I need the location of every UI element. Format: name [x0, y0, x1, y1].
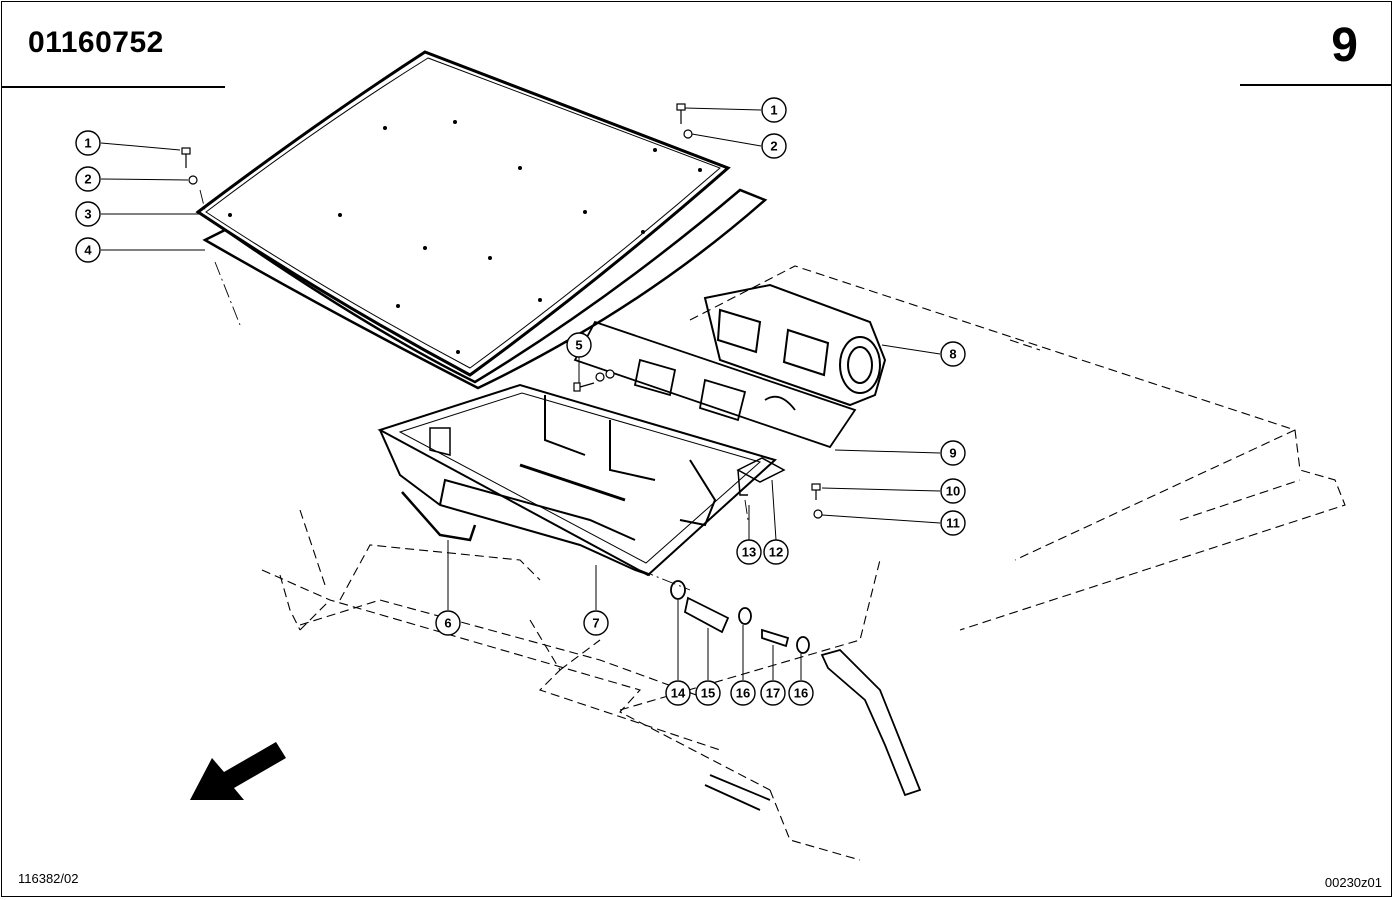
svg-text:4: 4	[84, 243, 92, 258]
heater-connections	[670, 580, 922, 811]
callout-8: 8	[940, 341, 966, 367]
callout-4: 4	[75, 237, 101, 263]
svg-text:10: 10	[946, 484, 960, 499]
callout-6: 6	[435, 610, 461, 636]
svg-text:1: 1	[770, 103, 777, 118]
svg-text:9: 9	[949, 446, 956, 461]
callout-16-left: 16	[730, 680, 756, 706]
svg-text:16: 16	[736, 686, 750, 701]
callout-1-right: 1	[761, 97, 787, 123]
svg-text:11: 11	[946, 516, 960, 531]
plenum-housing	[377, 383, 777, 577]
drawing-reference-right: 00230z01	[1324, 875, 1382, 890]
svg-text:16: 16	[794, 686, 808, 701]
callout-13: 13	[736, 539, 762, 565]
centre-lines	[199, 189, 749, 591]
housing-rib-6	[401, 491, 477, 542]
small-bracket	[736, 457, 786, 496]
page-number: 9	[1331, 19, 1358, 72]
callout-12: 12	[763, 539, 789, 565]
callout-5: 5	[566, 332, 592, 358]
part-number: 01160752	[28, 26, 164, 59]
vehicle-outline	[261, 265, 1346, 861]
roof-panel-holes	[228, 120, 702, 354]
svg-text:17: 17	[766, 686, 780, 701]
leader-lines	[100, 107, 941, 680]
svg-text:6: 6	[444, 616, 451, 631]
svg-text:2: 2	[770, 139, 777, 154]
callout-2-left: 2	[75, 166, 101, 192]
callout-14: 14	[665, 680, 691, 706]
svg-text:12: 12	[769, 545, 783, 560]
callout-17: 17	[760, 680, 786, 706]
callout-15: 15	[695, 680, 721, 706]
callout-16-right: 16	[788, 680, 814, 706]
svg-text:3: 3	[84, 207, 91, 222]
roof-seal	[202, 188, 768, 390]
svg-text:15: 15	[701, 686, 715, 701]
header-rule-right	[1240, 84, 1392, 86]
roof-panel	[195, 50, 731, 377]
svg-text:2: 2	[84, 172, 91, 187]
svg-text:7: 7	[592, 616, 599, 631]
header-rule-left	[1, 86, 225, 88]
callout-11: 11	[940, 510, 966, 536]
svg-text:13: 13	[742, 545, 756, 560]
callout-9: 9	[940, 440, 966, 466]
svg-text:1: 1	[84, 136, 91, 151]
blower-unit	[703, 283, 887, 407]
fasteners	[181, 103, 823, 519]
callout-3: 3	[75, 201, 101, 227]
svg-text:8: 8	[949, 347, 956, 362]
callout-10: 10	[940, 478, 966, 504]
callout-1-left: 1	[75, 130, 101, 156]
callout-7: 7	[583, 610, 609, 636]
callout-2-right: 2	[761, 133, 787, 159]
svg-text:14: 14	[671, 686, 686, 701]
svg-text:5: 5	[575, 338, 582, 353]
direction-arrow-icon	[190, 742, 286, 800]
drawing-reference-left: 116382/02	[18, 871, 79, 886]
